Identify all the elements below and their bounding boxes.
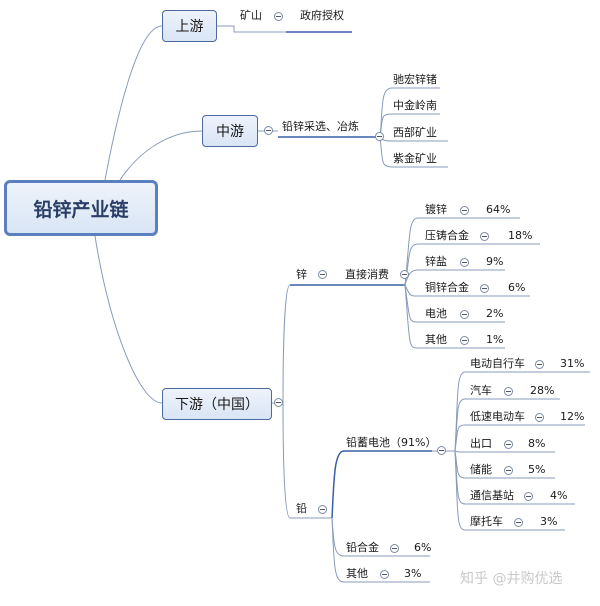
zinc-label: 锌	[296, 268, 307, 281]
midstream-label: 中游	[216, 124, 244, 140]
collapse-icon[interactable]	[514, 518, 523, 527]
company-item: 驰宏锌锗	[393, 73, 437, 86]
zinc-use-name: 电池	[425, 307, 447, 320]
zinc-use-pct: 2%	[486, 307, 504, 320]
battery-use-pct: 12%	[560, 410, 585, 423]
collapse-icon[interactable]	[380, 570, 389, 579]
lead-label: 铅	[296, 502, 307, 515]
zinc-use-pct: 64%	[486, 203, 511, 216]
collapse-icon[interactable]	[390, 544, 399, 553]
root-label: 铅锌产业链	[33, 198, 129, 221]
lead-use-pct: 6%	[414, 541, 432, 554]
collapse-icon[interactable]	[375, 132, 384, 141]
battery-use-pct: 4%	[550, 489, 568, 502]
company-item: 西部矿业	[393, 126, 437, 139]
collapse-icon[interactable]	[535, 360, 544, 369]
company-item: 紫金矿业	[393, 152, 437, 165]
collapse-icon[interactable]	[535, 413, 544, 422]
battery-use-name: 通信基站	[470, 489, 514, 502]
zinc-use-name: 压铸合金	[425, 229, 469, 242]
zinc-use-name: 镀锌	[425, 203, 447, 216]
collapse-icon[interactable]	[460, 258, 469, 267]
collapse-icon[interactable]	[274, 398, 283, 407]
collapse-icon[interactable]	[318, 505, 327, 514]
zinc-use-name: 其他	[425, 333, 447, 346]
zinc-use-pct: 6%	[508, 281, 526, 294]
collapse-icon[interactable]	[460, 336, 469, 345]
collapse-icon[interactable]	[504, 466, 513, 475]
battery-use-pct: 3%	[540, 515, 558, 528]
battery-use-name: 摩托车	[470, 515, 503, 528]
watermark: 知乎 @井购优选	[460, 571, 563, 587]
zinc-use-pct: 1%	[486, 333, 504, 346]
battery-use-name: 储能	[470, 463, 492, 476]
zinc-use-pct: 18%	[508, 229, 533, 242]
collapse-icon[interactable]	[504, 440, 513, 449]
battery-use-name: 出口	[470, 437, 492, 450]
upstream-gov-label: 政府授权	[300, 9, 344, 22]
upstream-mine-label: 矿山	[240, 9, 262, 22]
downstream-node[interactable]: 下游（中国）	[162, 388, 272, 420]
battery-use-pct: 8%	[528, 437, 546, 450]
lead-use-pct: 3%	[404, 567, 422, 580]
collapse-icon[interactable]	[318, 270, 327, 279]
collapse-icon[interactable]	[264, 126, 273, 135]
lead-use-name: 铅合金	[346, 541, 379, 554]
collapse-icon[interactable]	[400, 270, 409, 279]
downstream-label: 下游（中国）	[175, 397, 259, 413]
collapse-icon[interactable]	[460, 310, 469, 319]
midstream-node[interactable]: 中游	[202, 115, 258, 147]
midstream-process-label: 铅锌采选、冶炼	[282, 120, 359, 133]
zinc-use-name: 铜锌合金	[425, 281, 469, 294]
battery-use-pct: 5%	[528, 463, 546, 476]
lead-use-name: 其他	[346, 567, 368, 580]
collapse-icon[interactable]	[274, 12, 283, 21]
collapse-icon[interactable]	[504, 387, 513, 396]
collapse-icon[interactable]	[460, 206, 469, 215]
collapse-icon[interactable]	[437, 446, 446, 455]
battery-use-pct: 31%	[560, 357, 585, 370]
battery-use-name: 汽车	[470, 384, 492, 397]
collapse-icon[interactable]	[524, 492, 533, 501]
upstream-label: 上游	[175, 19, 204, 35]
battery-use-name: 低速电动车	[470, 410, 525, 423]
battery-use-pct: 28%	[530, 384, 555, 397]
collapse-icon[interactable]	[480, 284, 489, 293]
zinc-use-pct: 9%	[486, 255, 504, 268]
zinc-use-name: 锌盐	[425, 255, 447, 268]
root-node[interactable]: 铅锌产业链	[4, 180, 158, 236]
upstream-node[interactable]: 上游	[162, 10, 217, 42]
company-item: 中金岭南	[393, 99, 437, 112]
zinc-direct-label: 直接消费	[345, 268, 389, 281]
collapse-icon[interactable]	[480, 232, 489, 241]
lead-battery-label: 铅蓄电池（91%）	[346, 436, 437, 449]
battery-use-name: 电动自行车	[470, 357, 525, 370]
